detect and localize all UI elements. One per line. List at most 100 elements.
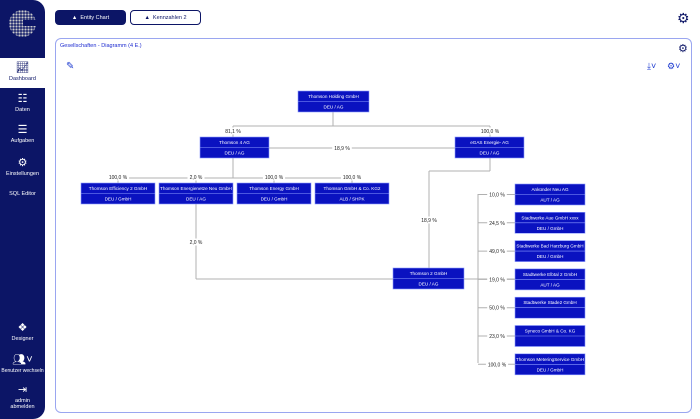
user-icon: ▲ [144,14,150,21]
entity-name: Thomson Energy GmbH [249,186,299,191]
label-bg [332,144,352,152]
tab-label: Entity Chart [80,14,110,21]
edit-pencil-icon[interactable]: ✎ [66,61,75,72]
entity-name: Syneco GmbH & Co. KG [525,329,576,334]
download-icon[interactable]: ⤓˅ [647,61,657,71]
sidebar: 📈︎ Dashboard ☷ Daten ☰Aufgaben ⚙ Einstellun… [0,0,45,419]
sidebar-item-label: Designer [11,336,34,342]
entity-country-type: DEU / AG [186,197,206,202]
logo [9,10,36,37]
entity-name: Thomson Efficiency 2 GmbH [89,186,147,191]
settings-gear-icon[interactable]: ⚙ [677,10,690,26]
card-gear-icon[interactable]: ⚙ [678,43,688,55]
entity-node[interactable]: Thomson MeteringService GmbH DEU / GmbH [514,353,586,376]
label-bg [187,173,205,181]
ownership-label: 100,0 % [265,175,284,181]
label-bg [478,127,502,135]
ownership-label: 24,5 % [489,221,505,227]
entity-name: Stadtwerke Aue GmbH xxxx [521,215,579,220]
label-bg [487,304,507,312]
card-title: Gesellschaften - Diagramm (4 E.) [60,43,142,49]
ownership-label: 100,0 % [109,175,128,181]
sidebar-item-label: Dashboard [9,76,36,82]
sidebar-item-label: SQL Editor [9,191,36,197]
entity-country-type: DEU / GmbH [537,226,564,231]
sitemap-icon: ☷ [17,93,28,105]
entity-node[interactable]: Ankünder Neu AG AUT / AG [514,183,586,206]
label-bg [106,173,130,181]
chart-settings-icon[interactable]: ⚙˅ [667,61,681,71]
entity-country-type: DEU / GmbH [537,254,564,259]
ownership-label: 81,1 % [225,129,241,135]
ownership-label: 23,0 % [489,334,505,340]
label-bg [487,191,507,198]
entity-name: eGAS Energie- AG [470,140,509,145]
entity-node[interactable]: Syneco GmbH & Co. KG [514,325,586,347]
entity-country-type: AUT / AG [540,198,560,203]
chart-line-icon: 📈︎ [15,62,30,74]
chart-card [55,38,692,413]
sidebar-item-label: Einstellungen [5,171,40,177]
sidebar-item-dashboard[interactable]: 📈︎ Dashboard [0,58,45,88]
sidebar-item-label: admin abmelden [10,398,35,410]
entity-country-type: AUT / AG [540,282,560,287]
label-bg [340,173,364,181]
label-bg [419,216,439,224]
sidebar-item-einstellungen[interactable]: ⚙ Einstellungen [0,157,45,177]
entity-country-type: DEU / GmbH [537,367,564,372]
sidebar-item-sql-editor[interactable]: SQL Editor [0,191,45,197]
entity-country-type: DEU / AG [225,151,245,156]
entity-name: Stadtwerke Stade2 GmbH [523,300,576,305]
label-bg [487,332,507,340]
label-bg [223,127,243,135]
ownership-label: 2,0 % [190,175,203,181]
sidebar-item-designer[interactable]: ❖ Designer [0,322,45,342]
entity-country-type: DEU / GmbH [261,197,288,202]
tab-kennzahlen-2[interactable]: ▲Kennzahlen 2 [130,10,201,25]
tab-label: Kennzahlen 2 [152,14,187,21]
entity-node[interactable]: eGAS Energie- AG DEU / AG [454,136,525,159]
entity-country-type: DEU / GmbH [105,197,132,202]
entity-name: Thomson Holding GmbH [308,94,359,99]
sidebar-item-label: Benutzer wechseln [1,368,44,374]
gears-icon: ⚙ [17,157,28,169]
entity-name: Thomson 2 GmbH [410,271,448,276]
entity-country-type: ALB / SHPK [339,197,365,202]
sidebar-item-abmelden[interactable]: ⇥ admin abmelden [0,384,45,410]
entity-name: Thomson GmbH & Co. KG2 [324,186,381,191]
entity-node[interactable]: Thomson Efficiency 2 GmbH DEU / GmbH [80,182,156,205]
sidebar-item-label: Daten [15,107,30,113]
ownership-label: 18,9 % [334,146,350,152]
entity-name: Ankünder Neu AG [531,187,568,192]
sidebar-item-daten[interactable]: ☷ Daten [0,93,45,113]
entity-node[interactable]: Stadtwerke Stade2 GmbH [514,296,586,319]
sidebar-item-aufgaben[interactable]: ☰Aufgaben [0,124,45,144]
label-bg [485,360,509,368]
entity-name: Stadtwerke Bad Harzburg GmbH [516,244,583,249]
label-bg [487,247,507,255]
sidebar-item-benutzer-wechseln[interactable]: 👥︎˅Benutzer wechseln [0,354,45,374]
cubes-icon: ❖ [17,322,28,334]
sign-out-icon: ⇥ [17,384,28,396]
ownership-label: 10,0 % [489,193,505,199]
label-bg [187,238,205,246]
label-bg [487,219,507,227]
user-icon: ▲ [71,14,78,21]
entity-node[interactable]: Stadtwerke Bad Harzburg GmbH DEU / GmbH [514,240,586,262]
ownership-label: 2,0 % [190,240,203,246]
entity-node[interactable]: Thomson Energy GmbH DEU / GmbH [236,182,312,205]
label-bg [262,173,286,181]
tab-entity-chart[interactable]: ▲Entity Chart [55,10,126,25]
ownership-label: 100,0 % [488,362,507,368]
entity-name: Thomson MeteringService GmbH [516,357,584,362]
ownership-label: 100,0 % [343,175,362,181]
entity-country-type: DEU / AG [480,151,500,156]
